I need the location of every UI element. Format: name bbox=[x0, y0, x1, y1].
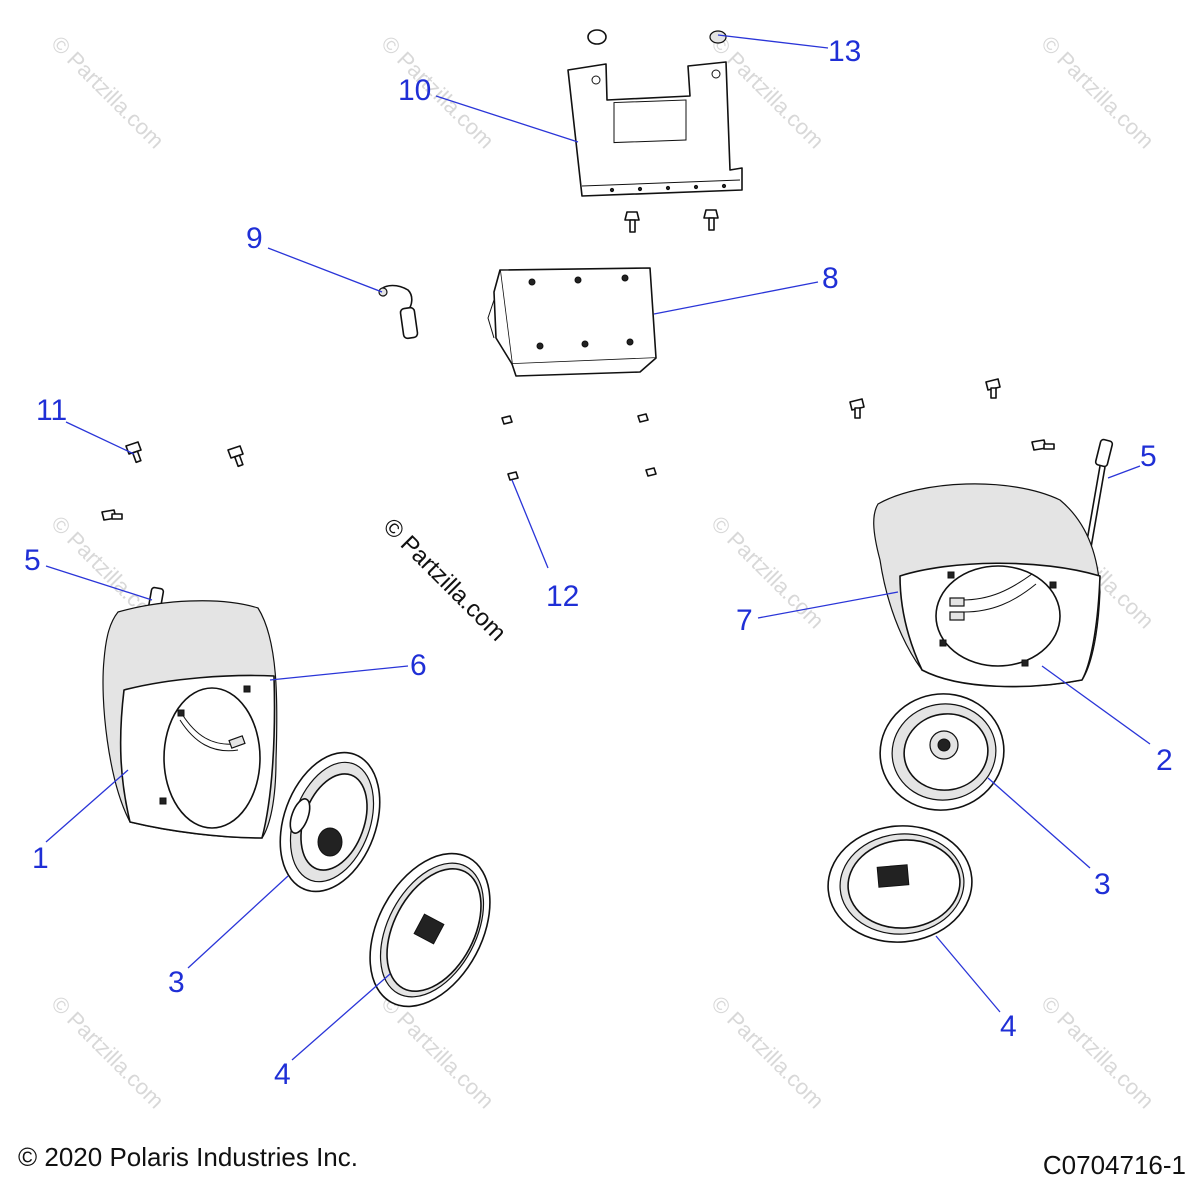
watermark-tile: © Partzilla.com bbox=[46, 31, 169, 154]
callout-4-right: 4 bbox=[1000, 1010, 1017, 1043]
callout-9: 9 bbox=[246, 222, 263, 255]
part-2-right-enclosure bbox=[873, 483, 1101, 688]
callout-13: 13 bbox=[828, 35, 861, 68]
watermark-center: © Partzilla.com bbox=[378, 513, 511, 646]
callout-6: 6 bbox=[410, 649, 427, 682]
part-4-right-grille bbox=[827, 825, 973, 943]
callout-5-left: 5 bbox=[24, 544, 41, 577]
watermark-tile: © Partzilla.com bbox=[706, 991, 829, 1114]
callout-1: 1 bbox=[32, 842, 49, 875]
callout-5-right: 5 bbox=[1140, 440, 1157, 473]
part-1-left-enclosure bbox=[102, 600, 278, 839]
callout-2: 2 bbox=[1156, 744, 1173, 777]
leader-lines bbox=[45, 34, 1151, 1061]
part-3-right-speaker bbox=[879, 693, 1005, 811]
figure-code: C0704716-1 bbox=[1042, 1150, 1186, 1180]
part-13-nuts bbox=[587, 29, 727, 45]
watermark-tile: © Partzilla.com bbox=[706, 511, 829, 634]
part-12-screws bbox=[501, 413, 657, 481]
part-11-screws bbox=[101, 441, 244, 521]
part-8-amplifier bbox=[487, 267, 657, 377]
callout-3-left: 3 bbox=[168, 966, 185, 999]
watermark-tile: © Partzilla.com bbox=[376, 991, 499, 1114]
callout-3-right: 3 bbox=[1094, 868, 1111, 901]
callout-10: 10 bbox=[398, 74, 431, 107]
watermark-tile: © Partzilla.com bbox=[376, 31, 499, 154]
callout-12: 12 bbox=[546, 580, 579, 613]
callout-11: 11 bbox=[36, 394, 67, 427]
part-5-right-wire-lead bbox=[1083, 438, 1114, 560]
part-4-left-grille bbox=[369, 852, 491, 1008]
callout-7: 7 bbox=[736, 604, 753, 637]
right-enclosure-screws bbox=[849, 378, 1055, 451]
bracket-screws bbox=[624, 209, 719, 233]
callout-4-left: 4 bbox=[274, 1058, 291, 1091]
watermark-tile: © Partzilla.com bbox=[46, 991, 169, 1114]
callout-labels: 13 10 9 8 11 5 5 6 12 7 2 1 3 3 4 4 bbox=[24, 35, 1173, 1091]
watermark-tile: © Partzilla.com bbox=[1036, 991, 1159, 1114]
copyright-notice: © 2020 Polaris Industries Inc. bbox=[18, 1142, 358, 1172]
part-9-connector bbox=[378, 284, 419, 340]
watermark-tile: © Partzilla.com bbox=[1036, 31, 1159, 154]
part-10-bracket bbox=[567, 61, 743, 197]
callout-8: 8 bbox=[822, 262, 839, 295]
part-3-left-speaker bbox=[279, 751, 381, 893]
